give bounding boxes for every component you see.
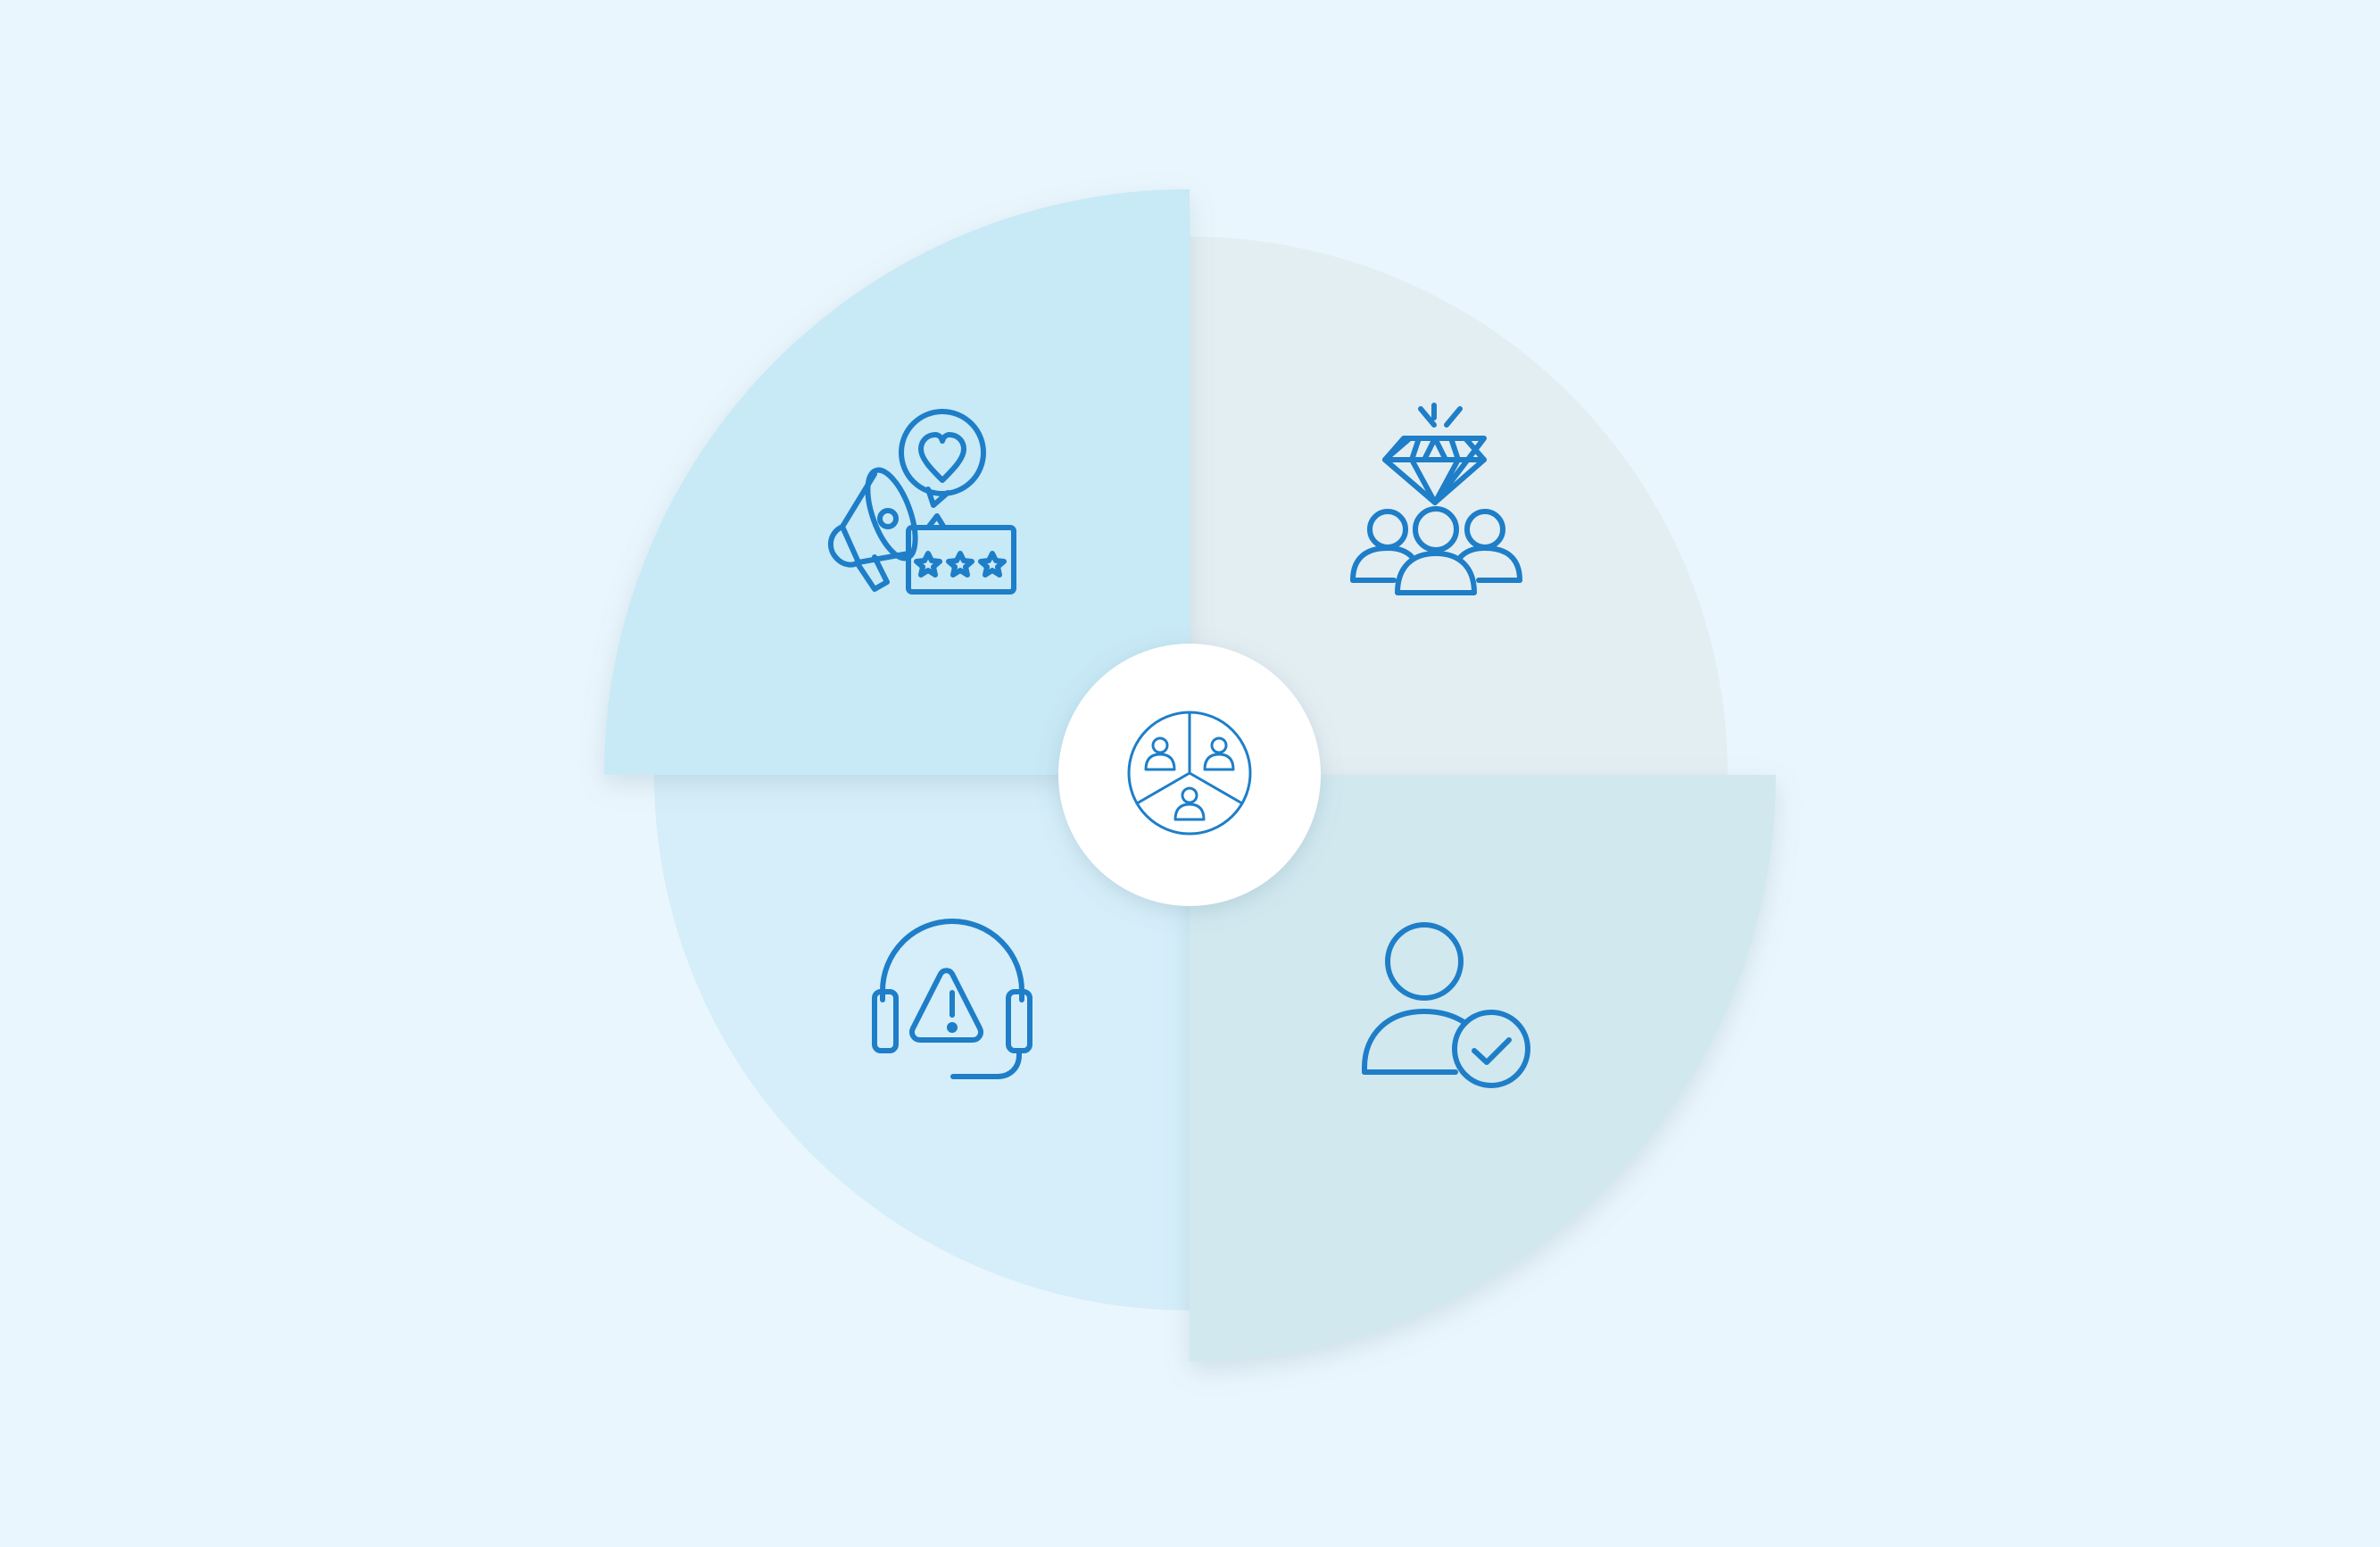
megaphone-heart-rating-icon — [827, 409, 1016, 595]
segment-top-right — [1190, 237, 1728, 775]
center-hub — [1058, 644, 1321, 906]
user-check-icon — [1362, 922, 1530, 1088]
headset-alert-icon — [872, 919, 1032, 1079]
segment-bottom-right — [1190, 775, 1776, 1361]
diamond-customers-icon — [1350, 403, 1522, 595]
customer-segments-icon — [1127, 711, 1252, 836]
